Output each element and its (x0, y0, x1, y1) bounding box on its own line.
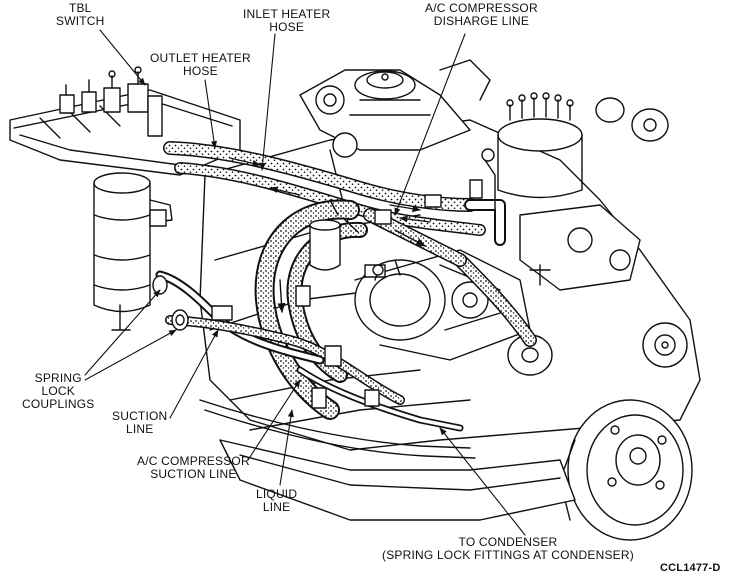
label-to-condenser: TO CONDENSER (SPRING LOCK FITTINGS AT CO… (382, 536, 634, 562)
label-line: TO CONDENSER (458, 535, 558, 549)
label-line: A/C COMPRESSOR (425, 1, 538, 15)
figure-code: CCL1477-D (660, 562, 721, 574)
label-line: A/C COMPRESSOR (137, 454, 250, 468)
label-line: LOCK (41, 384, 75, 398)
label-line: SWITCH (56, 14, 105, 28)
label-suction-line: SUCTION LINE (112, 410, 167, 436)
spring-lock-couplings (152, 275, 380, 409)
label-line: DISHARGE LINE (433, 14, 530, 28)
label-line: SUCTION LINE (150, 467, 237, 481)
label-liquid-line: LIQUID LINE (256, 488, 297, 514)
suction-lines-lower (155, 270, 476, 459)
hose-fittings (372, 148, 551, 286)
fan-pulley (642, 322, 688, 368)
label-line: LINE (125, 422, 154, 436)
ac-compressor (354, 249, 531, 361)
oil-pan (219, 439, 576, 521)
crank-damper (559, 399, 693, 541)
label-ac-suction-line: A/C COMPRESSOR SUCTION LINE (137, 455, 250, 481)
label-line: OUTLET HEATER (150, 51, 251, 65)
label-line: SPRING (34, 371, 82, 385)
label-line: HOSE (269, 20, 305, 34)
valve-cover-right (519, 204, 641, 291)
heater-connector (464, 199, 506, 246)
distributor (497, 92, 669, 199)
label-spring-lock-couplings: SPRING LOCK COUPLINGS (22, 372, 94, 411)
label-outlet-heater-hose: OUTLET HEATER HOSE (150, 52, 251, 78)
label-line: HOSE (183, 64, 218, 78)
label-line: LINE (262, 500, 291, 514)
leader-lines (84, 29, 526, 536)
label-ac-discharge-line: A/C COMPRESSOR DISHARGE LINE (425, 2, 538, 28)
label-line: LIQUID (256, 487, 298, 501)
cowl-panel (9, 89, 241, 176)
accumulator (93, 172, 173, 331)
label-line: COUPLINGS (22, 397, 95, 411)
label-line: (SPRING LOCK FITTINGS AT CONDENSER) (382, 548, 634, 562)
label-tbl-switch: TBL SWITCH (56, 2, 105, 28)
muffler-canister (309, 199, 359, 271)
tbl-switch-cluster (59, 66, 163, 137)
label-line: SUCTION (112, 409, 168, 423)
label-inlet-heater-hose: INLET HEATER HOSE (243, 8, 330, 34)
label-line: TBL (68, 1, 92, 15)
label-line: INLET HEATER (243, 7, 331, 21)
